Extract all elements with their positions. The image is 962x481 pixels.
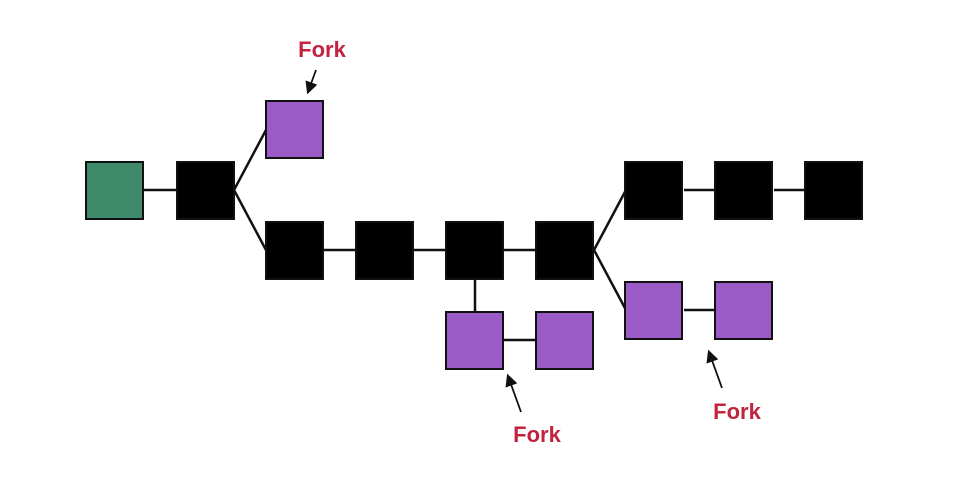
main-chain-block-7 bbox=[714, 161, 773, 220]
fork-middle-block-2 bbox=[535, 311, 594, 370]
edge-main4-to-fork-right bbox=[592, 249, 628, 311]
fork-bottom-middle-label: Fork bbox=[513, 422, 561, 447]
main-chain-block-2 bbox=[265, 221, 324, 280]
edge-main4-to-upper-chain bbox=[592, 189, 628, 251]
main-chain-block-6 bbox=[624, 161, 683, 220]
main-chain-block-4 bbox=[445, 221, 504, 280]
annotation-arrows bbox=[305, 69, 723, 413]
fork-bottom-right-arrow bbox=[706, 349, 723, 389]
fork-bottom-right-label: Fork bbox=[713, 399, 761, 424]
fork-top-block bbox=[265, 100, 324, 159]
main-chain-block-1 bbox=[176, 161, 235, 220]
genesis-block bbox=[85, 161, 144, 220]
chain-edges bbox=[143, 129, 806, 342]
main-chain-block-8 bbox=[804, 161, 863, 220]
edge-block1-to-main-row bbox=[232, 189, 268, 251]
fork-top-arrow bbox=[305, 69, 318, 95]
fork-bottom-middle-arrow bbox=[505, 373, 522, 413]
fork-middle-block-1 bbox=[445, 311, 504, 370]
main-chain-block-3 bbox=[355, 221, 414, 280]
fork-labels: Fork Fork Fork bbox=[298, 37, 761, 447]
blocks bbox=[85, 100, 863, 370]
fork-top-label: Fork bbox=[298, 37, 346, 62]
edge-block1-to-fork-top bbox=[232, 129, 268, 191]
fork-right-block-2 bbox=[714, 281, 773, 340]
fork-right-block-1 bbox=[624, 281, 683, 340]
main-chain-block-5 bbox=[535, 221, 594, 280]
